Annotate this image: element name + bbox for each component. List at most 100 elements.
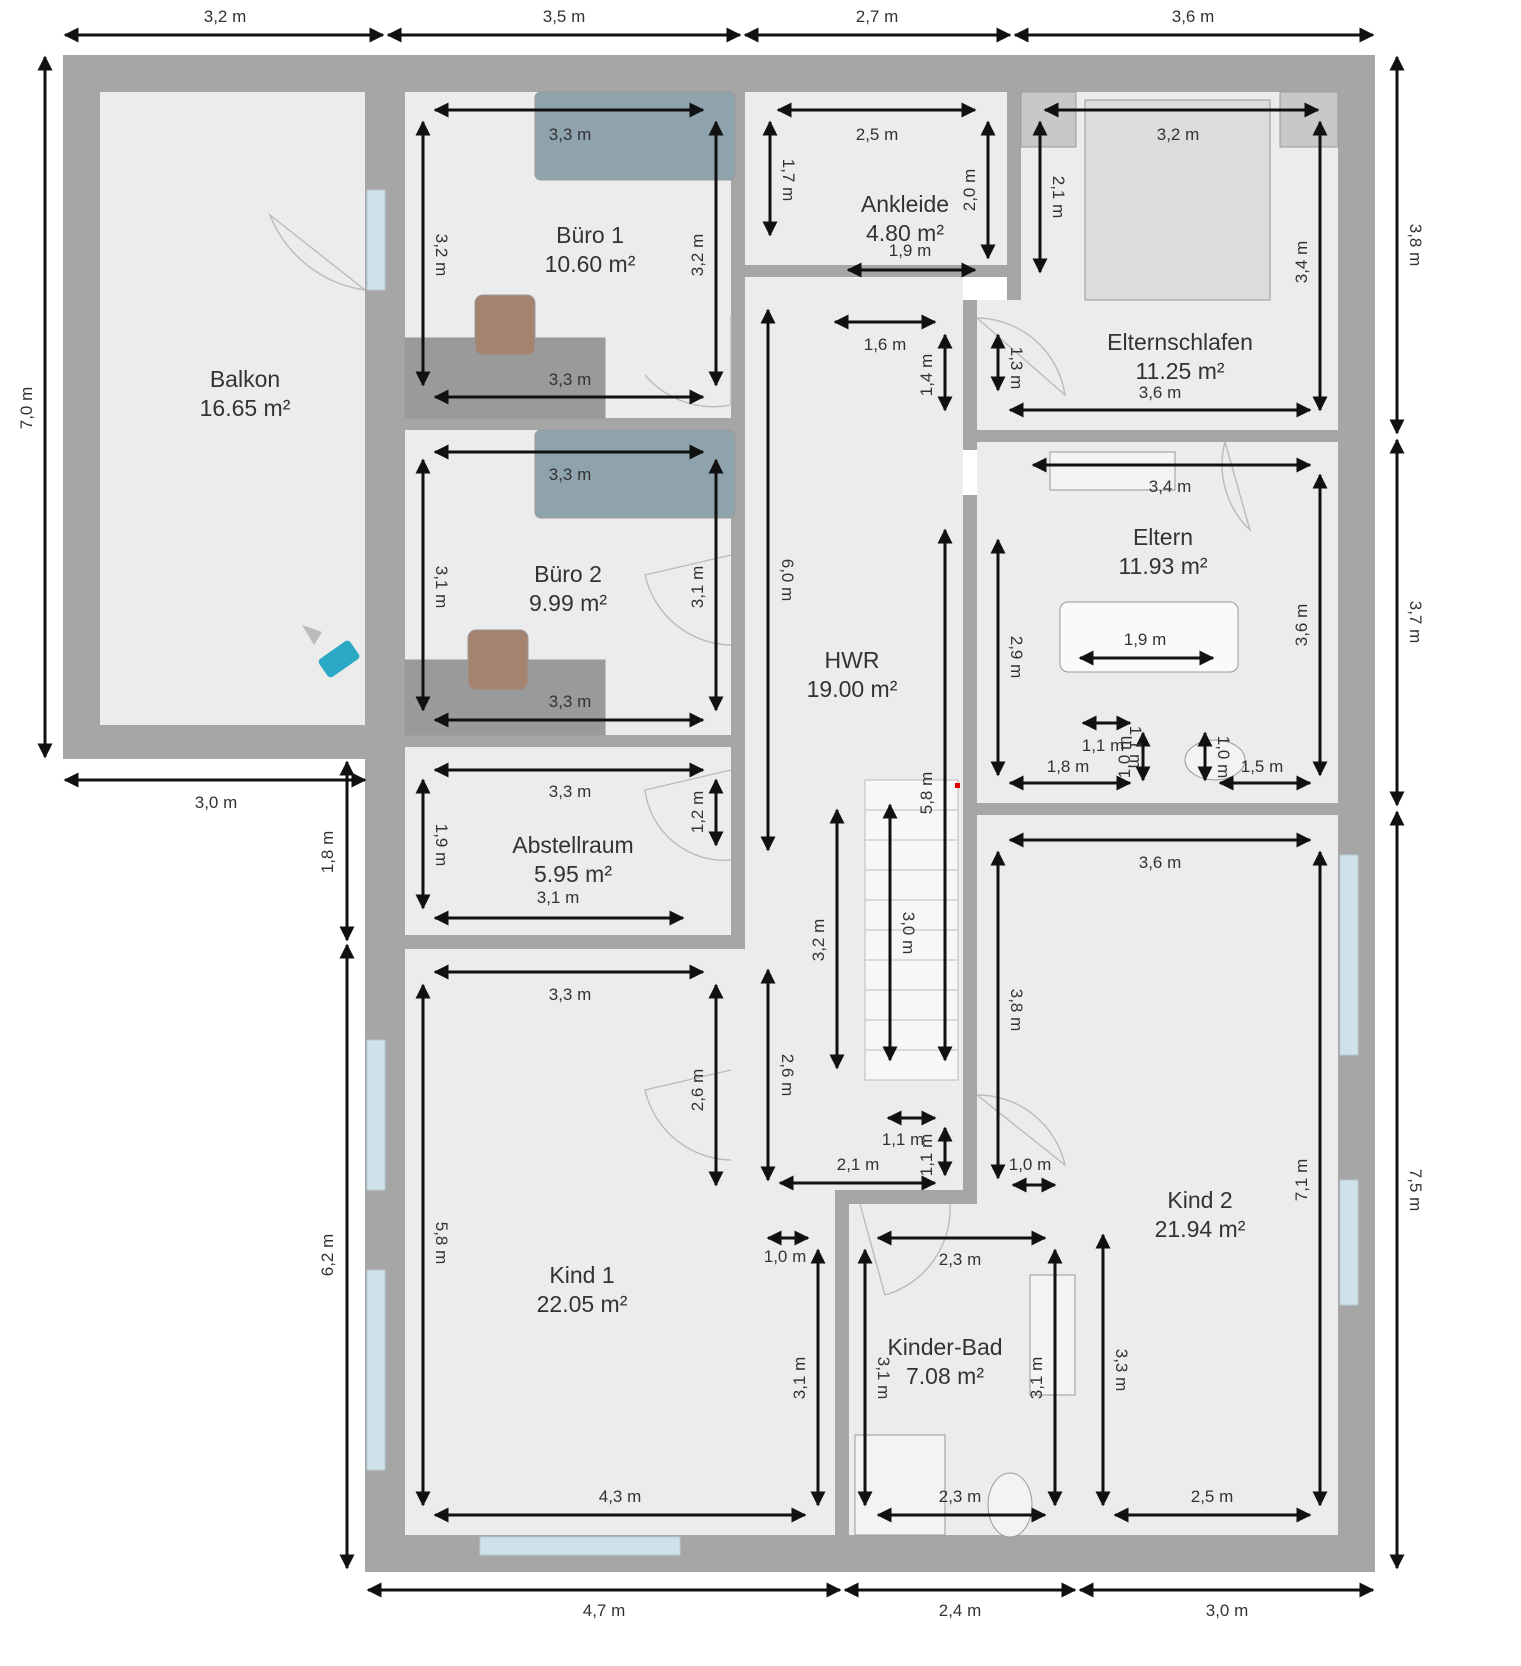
dim-label: 2,6 m <box>778 1054 797 1097</box>
dim-right-2: 3,7 m <box>1406 601 1425 644</box>
dim-label: 1,3 m <box>1007 347 1026 390</box>
grill-icon <box>302 625 360 678</box>
dim-bottom-3: 3,0 m <box>1206 1601 1249 1620</box>
room-area-eltern: 11.93 m² <box>1118 553 1207 579</box>
room-area-kinderbad: 7.08 m² <box>906 1363 984 1389</box>
dim-label: 1,7 m <box>779 159 798 202</box>
window-kind1-left-a <box>366 1039 386 1191</box>
room-name-buero2: Büro 2 <box>534 561 602 587</box>
dim-label: 1,1 m <box>1126 726 1145 769</box>
dim-label: 2,1 m <box>837 1155 880 1174</box>
dim-label: 3,3 m <box>549 985 592 1004</box>
dim-label: 3,1 m <box>1027 1357 1046 1400</box>
dim-label: 7,1 m <box>1292 1159 1311 1202</box>
dim-label: 3,3 m <box>549 782 592 801</box>
shower-bad <box>854 1434 946 1536</box>
room-name-ankleide: Ankleide <box>861 191 949 217</box>
dim-label: 2,3 m <box>939 1487 982 1506</box>
inner-dimensions <box>415 102 1328 1523</box>
outer-dimensions <box>37 27 1405 1598</box>
room-area-balkon: 16.65 m² <box>200 395 291 421</box>
dim-label: 3,6 m <box>1292 604 1311 647</box>
dim-label: 1,0 m <box>764 1247 807 1266</box>
dim-label: 3,3 m <box>549 465 592 484</box>
dim-label: 3,4 m <box>1292 241 1311 284</box>
room-name-buero1: Büro 1 <box>556 222 624 248</box>
room-name-kind2: Kind 2 <box>1167 1187 1232 1213</box>
room-name-abstellraum: Abstellraum <box>512 832 633 858</box>
dim-label: 1,9 m <box>432 824 451 867</box>
dim-label: 1,8 m <box>1047 757 1090 776</box>
dim-label: 5,8 m <box>432 1222 451 1265</box>
dim-label: 3,0 m <box>899 912 918 955</box>
dim-label: 2,1 m <box>1049 176 1068 219</box>
room-area-ankleide: 4.80 m² <box>866 220 944 246</box>
dim-label: 1,9 m <box>1124 630 1167 649</box>
dim-left-2: 1,8 m <box>318 831 337 874</box>
windows <box>366 189 1359 1556</box>
dim-label: 1,9 m <box>889 241 932 260</box>
dim-label: 6,0 m <box>778 559 797 602</box>
dim-label: 1,0 m <box>1115 736 1134 779</box>
dim-label: 5,8 m <box>917 772 936 815</box>
room-area-abstellraum: 5.95 m² <box>534 861 612 887</box>
door-abstellraum <box>644 769 732 861</box>
dim-label: 2,0 m <box>960 169 979 212</box>
dim-label: 2,6 m <box>688 1069 707 1112</box>
room-area-elternschlafen: 11.25 m² <box>1135 358 1224 384</box>
dim-left-1: 7,0 m <box>17 387 36 430</box>
dim-label: 2,9 m <box>1007 636 1026 679</box>
nightstand-left <box>1020 91 1077 148</box>
dim-left-3: 6,2 m <box>318 1234 337 1277</box>
door-eltern <box>1221 441 1252 533</box>
window-kind2-right-a <box>1339 854 1359 1056</box>
floor-balkon <box>100 92 365 725</box>
dim-top-1: 3,2 m <box>204 7 247 26</box>
room-area-kind1: 22.05 m² <box>537 1291 628 1317</box>
dim-label: 3,3 m <box>549 692 592 711</box>
door-schlafen <box>976 317 1066 397</box>
dim-label: 3,2 m <box>432 234 451 277</box>
dim-label: 3,2 m <box>809 919 828 962</box>
dim-label: 3,1 m <box>537 888 580 907</box>
window-kind1-bottom <box>479 1536 681 1556</box>
window-kind1-left-b <box>366 1269 386 1471</box>
room-labels: Balkon 16.65 m² Büro 1 10.60 m² Büro 2 9… <box>200 191 1253 1389</box>
room-name-balkon: Balkon <box>210 366 280 392</box>
dim-label: 1,1 m <box>917 1134 936 1177</box>
dim-label: 1,4 m <box>917 354 936 397</box>
chair-buero2 <box>467 629 529 691</box>
dim-label: 1,1 m <box>1082 736 1125 755</box>
dim-label: 2,3 m <box>939 1250 982 1269</box>
dim-label: 3,2 m <box>688 234 707 277</box>
dim-bottom-1: 4,7 m <box>583 1601 626 1620</box>
dim-right-3: 7,5 m <box>1406 1169 1425 1212</box>
room-area-hwr: 19.00 m² <box>807 676 898 702</box>
dim-label: 3,6 m <box>1139 853 1182 872</box>
dim-label: 3,2 m <box>1157 125 1200 144</box>
nightstand-right <box>1279 91 1339 148</box>
dim-label: 3,1 m <box>432 566 451 609</box>
floor-abstellraum <box>405 747 731 935</box>
inner-dimension-labels: 3,3 m 3,2 m 3,2 m 3,3 m 3,3 m 3,1 m 3,1 … <box>432 125 1311 1506</box>
dim-label: 3,4 m <box>1149 477 1192 496</box>
bed <box>1084 99 1271 301</box>
chair-buero1 <box>474 294 536 356</box>
dim-label: 3,3 m <box>549 125 592 144</box>
room-area-buero2: 9.99 m² <box>529 590 607 616</box>
dim-label: 1,2 m <box>688 791 707 834</box>
dim-bottom-2: 2,4 m <box>939 1601 982 1620</box>
dim-label: 2,5 m <box>1191 1487 1234 1506</box>
dim-label: 1,6 m <box>864 335 907 354</box>
dim-label: 3,3 m <box>1112 1349 1131 1392</box>
dim-label: 3,1 m <box>874 1357 893 1400</box>
room-name-eltern: Eltern <box>1133 524 1193 550</box>
outer-dimension-labels: 3,2 m 3,5 m 2,7 m 3,6 m 4,7 m 2,4 m 3,0 … <box>17 7 1425 1620</box>
dim-right-1: 3,8 m <box>1406 224 1425 267</box>
dim-label: 3,1 m <box>790 1357 809 1400</box>
door-balkon <box>268 212 366 291</box>
dim-left-bottom: 3,0 m <box>195 793 238 812</box>
dim-label: 3,8 m <box>1007 989 1026 1032</box>
room-area-buero1: 10.60 m² <box>545 251 636 277</box>
